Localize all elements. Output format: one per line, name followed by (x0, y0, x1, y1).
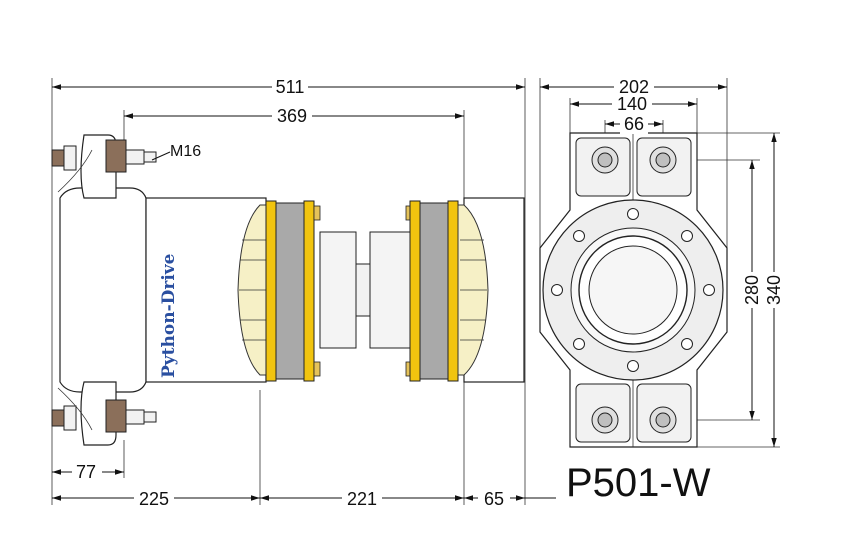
right-coupling-element (369, 200, 489, 382)
bottom-mount (51, 381, 157, 446)
end-view: 202 140 66 280 340 P501-W (539, 76, 784, 505)
dim-left-base: 77 (76, 462, 96, 482)
dim-end-width: 202 (619, 77, 649, 97)
side-view: Python-Drive M16 (51, 76, 556, 509)
dim-overall-length: 511 (276, 77, 305, 97)
brand-label: Python-Drive (159, 253, 179, 378)
dim-seg-right: 65 (484, 489, 504, 509)
dim-end-height-outer: 340 (764, 275, 784, 305)
dim-end-inner-span: 66 (624, 114, 644, 134)
model-title: P501-W (566, 461, 711, 505)
dim-end-height-inner: 280 (742, 275, 762, 305)
bearing-housing (59, 187, 147, 393)
top-mount (51, 134, 157, 199)
dim-seg-left: 225 (139, 489, 169, 509)
bolt-label: M16 (170, 143, 201, 160)
flange-bolt-holes (551, 208, 715, 372)
dim-end-bolt-span: 140 (617, 94, 647, 114)
dim-seg-middle: 221 (347, 489, 377, 509)
dim-mount-span: 369 (277, 106, 307, 126)
left-coupling-element (237, 200, 371, 382)
corner-bolts (591, 146, 677, 434)
